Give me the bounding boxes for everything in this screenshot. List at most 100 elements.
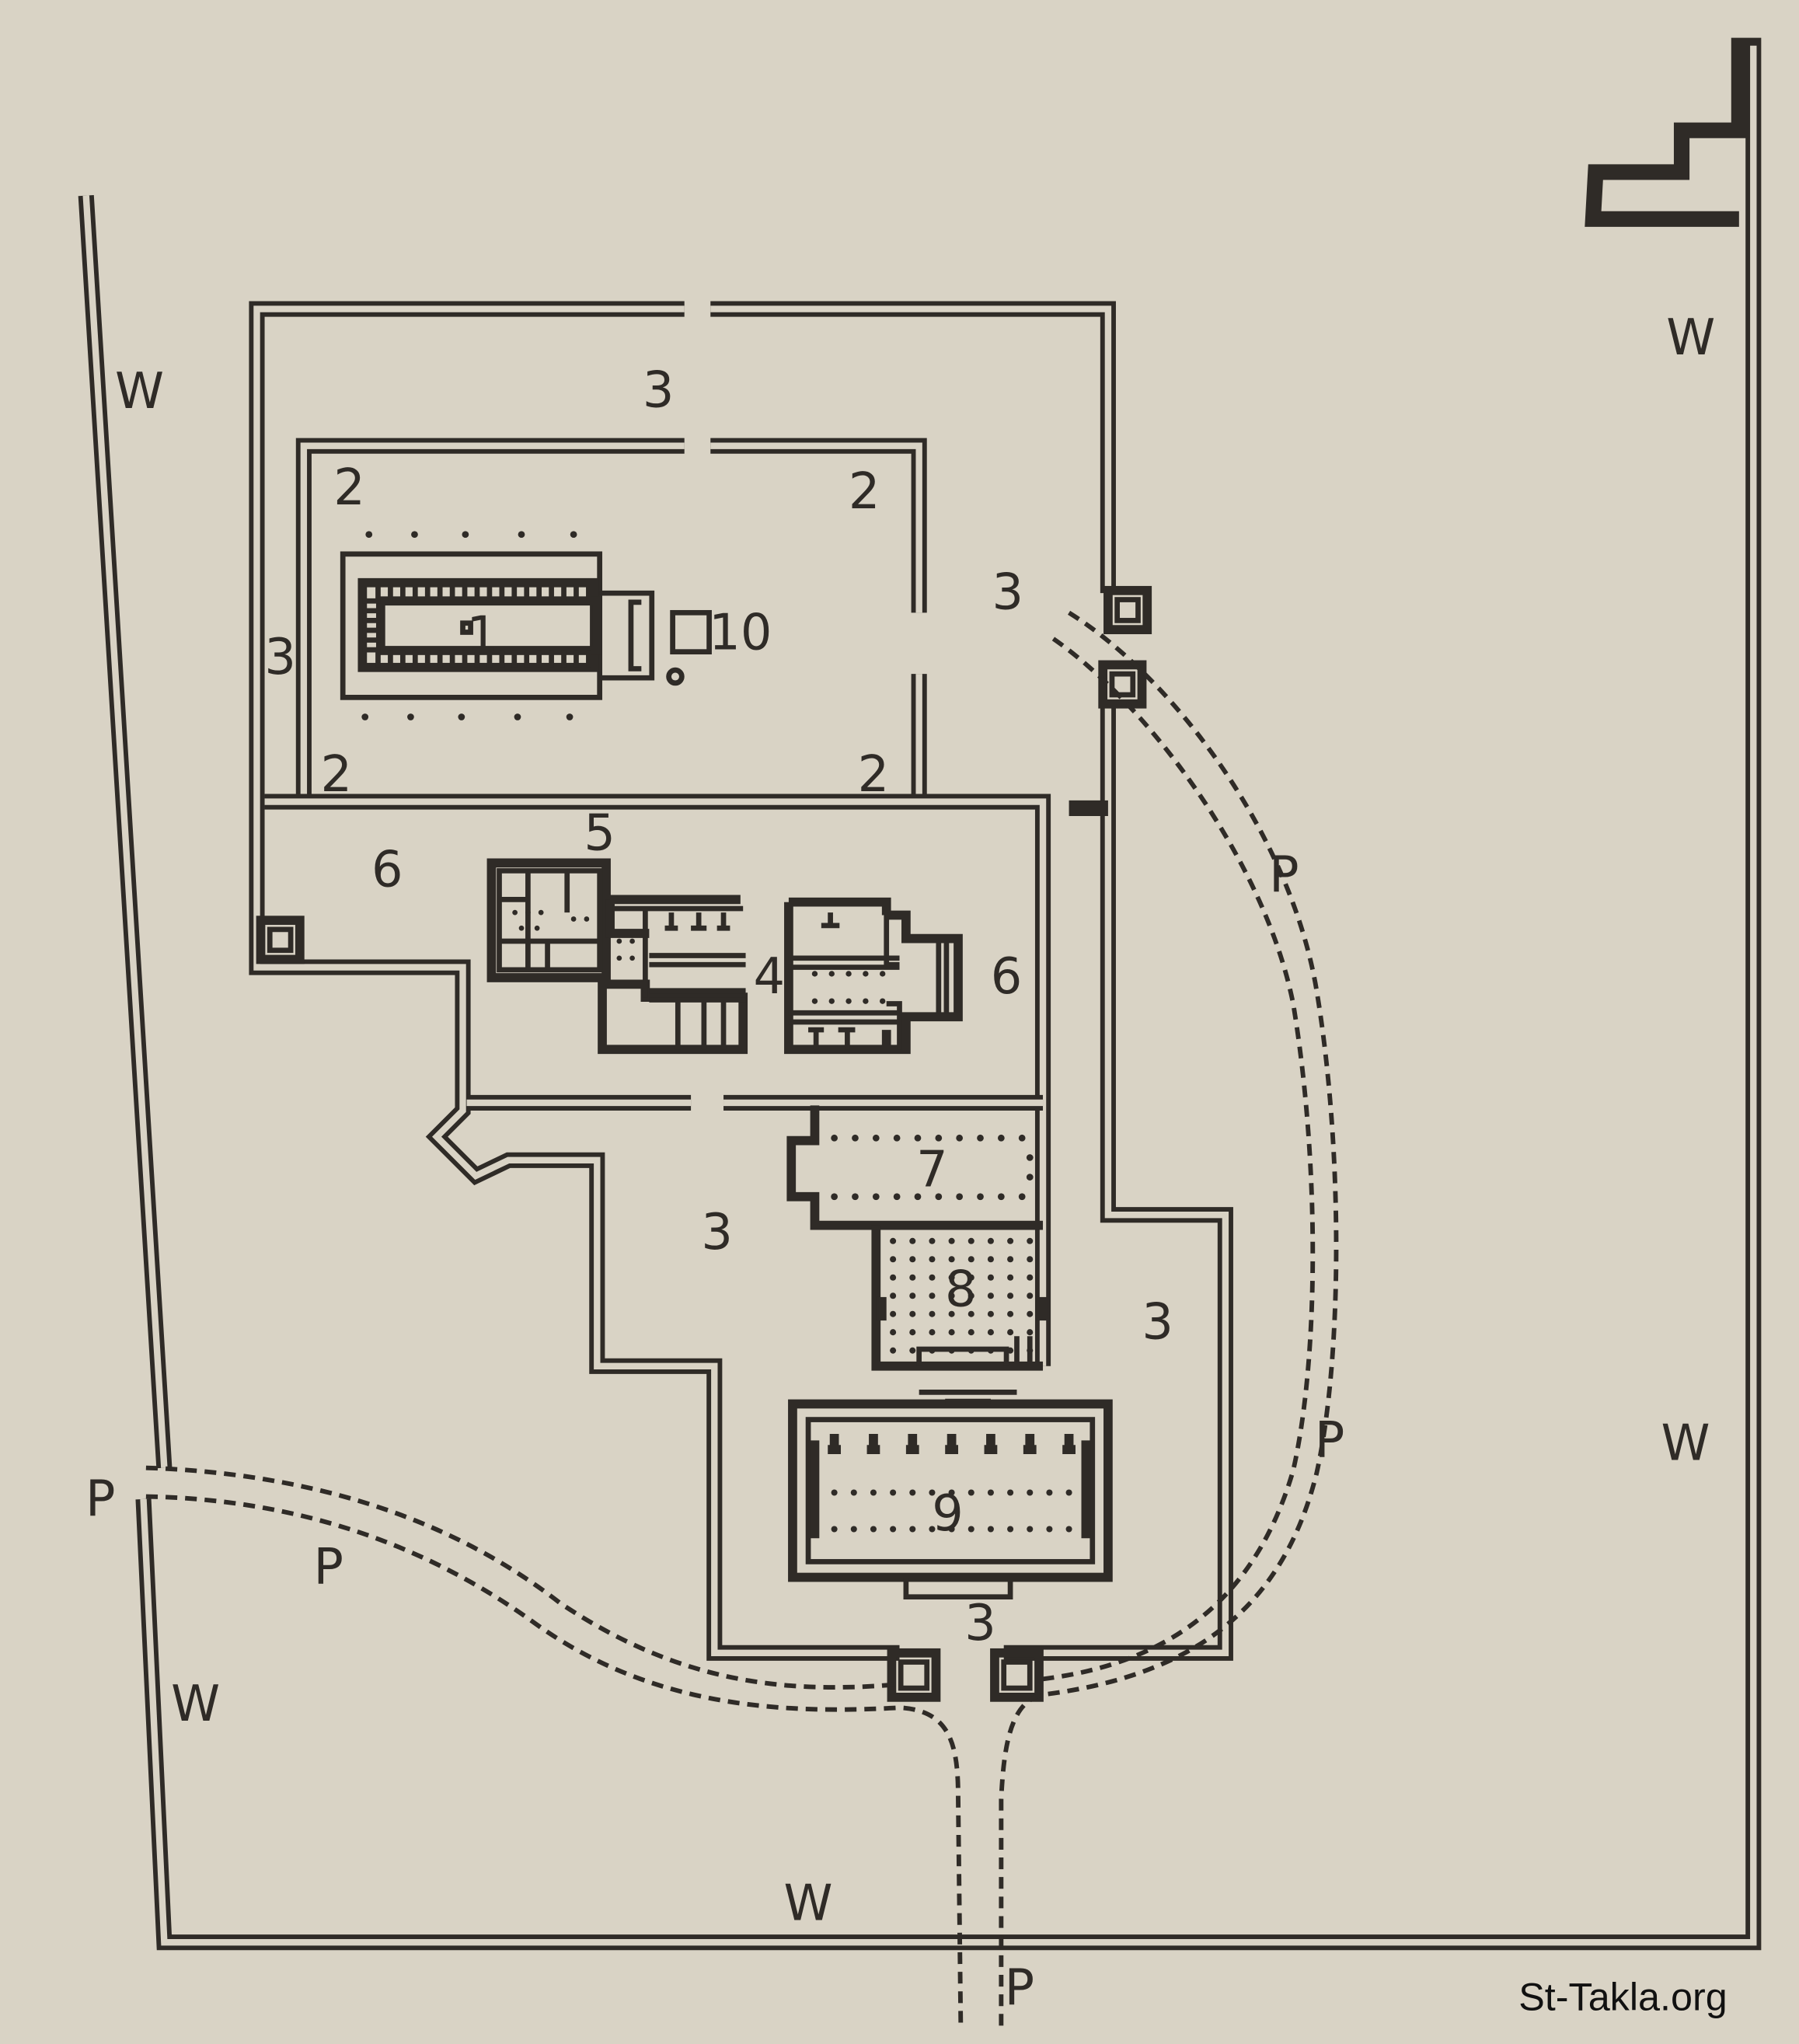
wall-mark — [828, 1434, 842, 1455]
wall-mark — [984, 1434, 998, 1455]
column-dot — [890, 1329, 897, 1336]
column-dot — [997, 1193, 1005, 1201]
column-dot — [616, 955, 622, 961]
column-dot — [967, 1489, 974, 1496]
column-dot — [1007, 1329, 1014, 1336]
label-colonnade: 2 — [333, 459, 365, 517]
column-dot — [512, 909, 518, 916]
column-dot — [987, 1237, 994, 1244]
column-dot — [929, 1526, 936, 1533]
label-court: 3 — [992, 563, 1023, 621]
column-dot — [1007, 1526, 1014, 1533]
column-dot — [890, 1256, 897, 1263]
column-dot — [852, 1193, 859, 1201]
label-inner-court: 6 — [371, 842, 403, 899]
column-dot — [880, 971, 886, 977]
column-dot — [929, 1292, 936, 1299]
column-dot — [828, 998, 835, 1004]
column-dot — [967, 1347, 974, 1354]
column-dot — [629, 955, 635, 961]
label-court: 3 — [643, 361, 675, 419]
column-dot — [987, 1292, 994, 1299]
column-dot — [831, 1134, 838, 1142]
column-dot — [987, 1489, 994, 1496]
column-dot — [1027, 1310, 1034, 1317]
column-dot — [977, 1193, 984, 1201]
column-dot — [828, 971, 835, 977]
label-hall-9: 9 — [932, 1485, 964, 1543]
column-dot — [1018, 1193, 1026, 1201]
column-dot — [909, 1274, 916, 1281]
column-dot — [534, 925, 540, 931]
column-dot — [1065, 1489, 1072, 1496]
column-dot — [1018, 1134, 1026, 1142]
column-dot — [967, 1329, 974, 1336]
column-dot — [1027, 1526, 1034, 1533]
column-dot — [909, 1292, 916, 1299]
column-dot — [890, 1526, 897, 1533]
column-dot — [909, 1237, 916, 1244]
wall-mark — [945, 1434, 958, 1455]
label-court: 3 — [964, 1595, 996, 1652]
column-dot — [462, 531, 469, 539]
inner-enclosure-wall — [264, 438, 1108, 1366]
column-dot — [872, 1134, 880, 1142]
column-dot — [929, 1274, 936, 1281]
label-wall: W — [784, 1875, 833, 1933]
column-dot — [845, 971, 852, 977]
palace-4-complex — [486, 858, 963, 1055]
column-dot — [1046, 1526, 1053, 1533]
hall-8 — [871, 1225, 1048, 1371]
column-dot — [538, 909, 544, 916]
temple-1 — [340, 531, 655, 720]
column-dot — [929, 1347, 936, 1354]
column-dot — [987, 1274, 994, 1281]
column-dot — [909, 1347, 916, 1354]
column-dot — [1046, 1489, 1053, 1496]
column-dot — [1007, 1310, 1014, 1317]
column-dot — [880, 998, 886, 1004]
column-dot — [948, 1347, 955, 1354]
column-dot — [914, 1193, 922, 1201]
well — [666, 667, 685, 686]
column-dot — [831, 1489, 838, 1496]
column-dot — [811, 971, 818, 977]
column-dot — [872, 1193, 880, 1201]
label-palace: 4 — [753, 948, 785, 1006]
processional-paths — [145, 610, 1339, 2028]
column-dot — [570, 916, 577, 922]
wall-mark — [1023, 1434, 1037, 1455]
column-dot — [566, 713, 574, 720]
column-dot — [909, 1310, 916, 1317]
column-dot — [831, 1526, 838, 1533]
column-dot — [1007, 1347, 1014, 1354]
column-dot — [890, 1310, 897, 1317]
label-wall: W — [1661, 1415, 1710, 1473]
column-dot — [1027, 1347, 1034, 1354]
column-dot — [948, 1310, 955, 1317]
column-dot — [909, 1489, 916, 1496]
pylons — [256, 585, 1152, 1702]
column-dot — [929, 1329, 936, 1336]
wall-mark — [905, 1434, 919, 1455]
column-dot — [1007, 1237, 1014, 1244]
column-dot — [967, 1292, 974, 1299]
wall-mark — [866, 1434, 880, 1455]
label-colonnade: 2 — [858, 746, 890, 804]
label-path: P — [1269, 846, 1299, 904]
label-colonnade: 2 — [321, 746, 353, 804]
hall-7 — [786, 1105, 1044, 1230]
column-dot — [1027, 1489, 1034, 1496]
column-dot — [525, 909, 531, 916]
labels: 1 2 2 2 2 3 3 3 3 3 3 4 5 6 6 7 8 9 10 W… — [85, 309, 1728, 2018]
column-dot — [570, 531, 577, 539]
column-dot — [948, 1274, 955, 1281]
column-dot — [948, 1329, 955, 1336]
column-dot — [850, 1526, 857, 1533]
column-dot — [1026, 1174, 1034, 1181]
label-court: 3 — [701, 1204, 733, 1261]
column-dot — [929, 1237, 936, 1244]
column-dot — [1007, 1489, 1014, 1496]
label-path: P — [1315, 1412, 1344, 1470]
